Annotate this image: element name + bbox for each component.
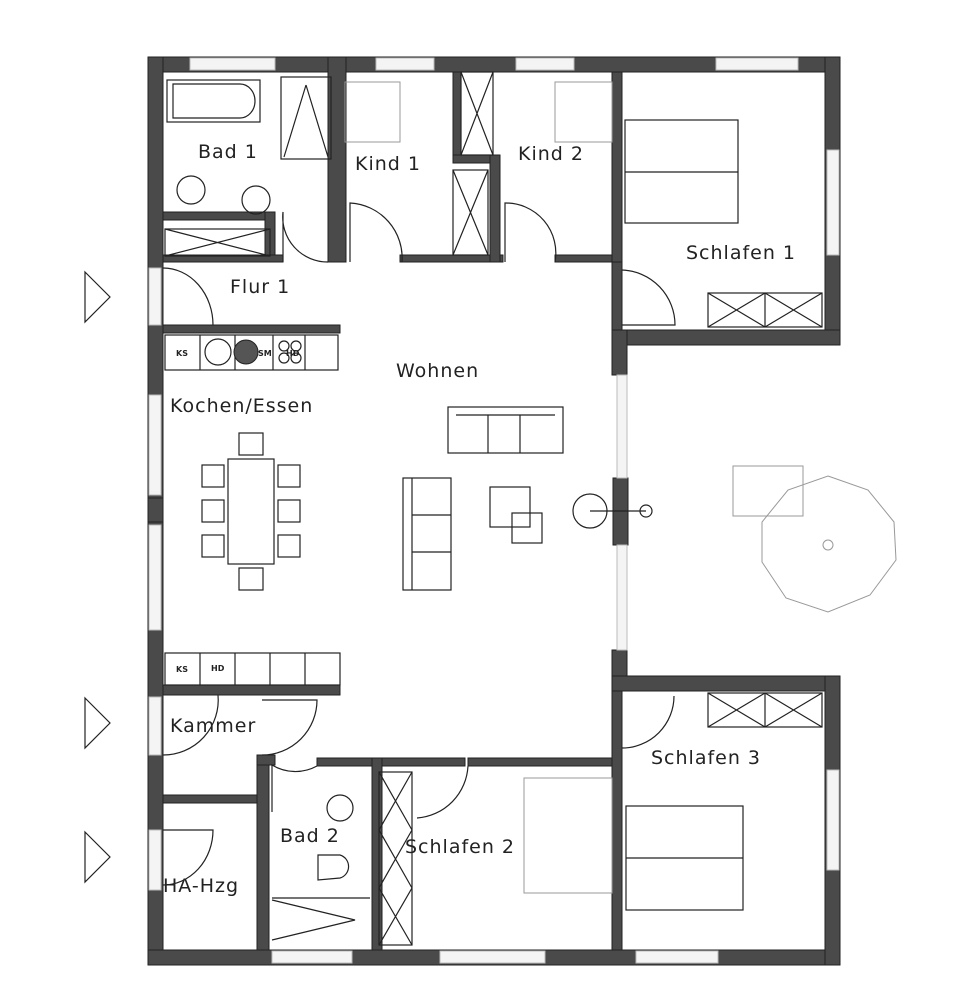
furniture [164,71,897,946]
room-label-ha-hzg: HA-Hzg [163,875,239,897]
fridge-label: KS [176,349,188,358]
room-label-flur-1: Flur 1 [230,276,290,298]
hob-label: HD [211,664,225,673]
sofa [447,406,564,454]
room-label-bad-2: Bad 2 [280,825,340,847]
dishwasher-label: SM [258,349,272,358]
dining-table [227,458,275,565]
toilet [176,175,206,205]
bathtub [166,79,261,123]
room-label-wohnen: Wohnen [396,360,479,382]
room-label-schlafen-1: Schlafen 1 [686,242,796,264]
sofa [402,477,452,591]
room-label-schlafen-3: Schlafen 3 [651,747,761,769]
room-label-kind-1: Kind 1 [355,153,421,175]
fridge-label: KS [176,665,188,674]
wardrobe [378,771,413,946]
walls [147,56,841,966]
room-label-kochen-essen: Kochen/Essen [170,395,313,417]
room-label-schlafen-2: Schlafen 2 [405,836,515,858]
kitchen-counter [164,334,339,371]
doors [84,202,676,886]
windows [148,57,840,964]
shower [280,76,332,160]
room-label-bad-1: Bad 1 [198,141,258,163]
sink [241,185,271,215]
kammer-shelf [164,652,341,686]
room-label-kammer: Kammer [170,715,256,737]
room-label-kind-2: Kind 2 [518,143,584,165]
hob-label: HD [286,349,300,358]
